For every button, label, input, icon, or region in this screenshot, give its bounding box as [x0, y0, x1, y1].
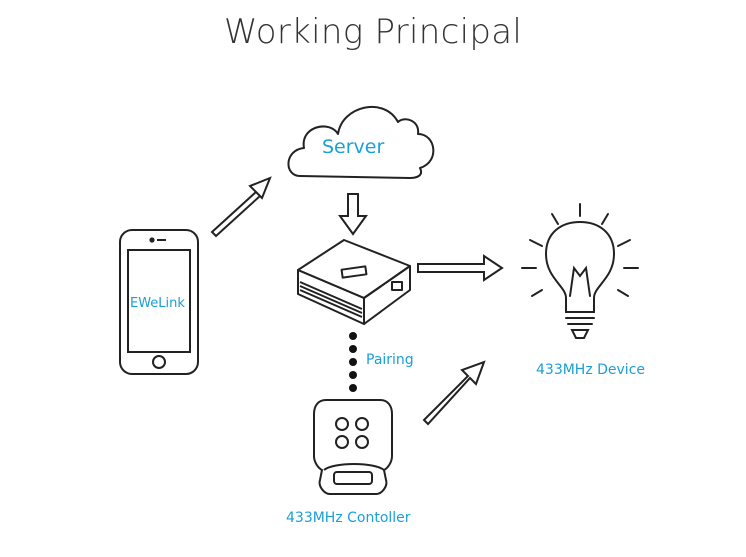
server-label: Server: [322, 136, 385, 158]
arrow-phone-to-server-icon: [210, 176, 272, 238]
arrow-controller-to-device-icon: [422, 360, 486, 426]
arrow-server-to-hub-icon: [338, 193, 368, 236]
diagram-title: Working Principal: [223, 12, 523, 52]
remote-controller-icon: [313, 399, 393, 495]
cloud-icon: [287, 106, 435, 179]
device-label: 433MHz Device: [536, 362, 646, 378]
bridge-hub-icon: [297, 239, 411, 325]
pairing-dots: [349, 332, 357, 392]
pairing-label: Pairing: [366, 352, 414, 368]
light-bulb-icon: [521, 203, 639, 339]
controller-label: 433MHz Contoller: [286, 510, 411, 526]
arrow-hub-to-device-icon: [417, 254, 504, 282]
app-label: EWeLink: [130, 296, 185, 311]
smartphone-icon: [119, 229, 199, 375]
